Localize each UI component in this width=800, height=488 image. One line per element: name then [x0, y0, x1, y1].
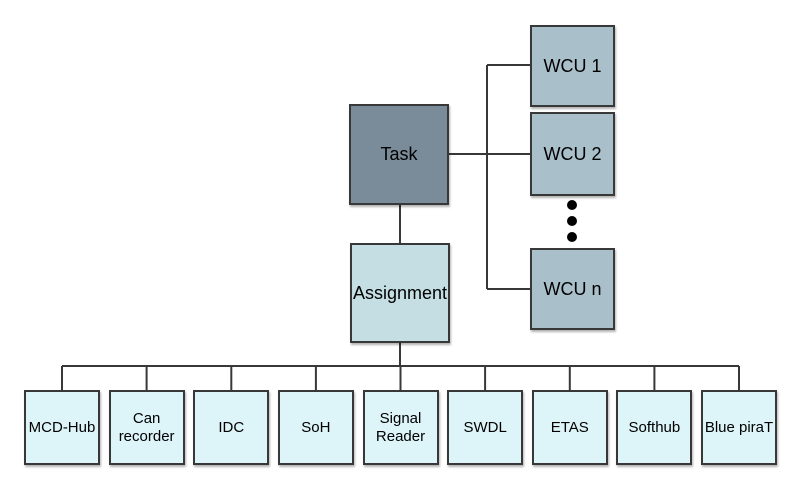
- node-wcu-1-label: WCU 1: [543, 55, 602, 76]
- vertical-ellipsis-icon: [567, 200, 577, 242]
- node-wcu-2: WCU 2: [530, 112, 615, 196]
- node-idc: IDC: [193, 390, 270, 465]
- node-etas: ETAS: [531, 390, 608, 465]
- node-softhub-label: Softhub: [628, 418, 681, 436]
- node-idc-label: IDC: [218, 418, 245, 436]
- node-blue-pirat-label: Blue piraT: [704, 418, 774, 436]
- node-soh: SoH: [277, 390, 354, 465]
- node-swdl: SWDL: [447, 390, 524, 465]
- node-can-recorder-label: Can recorder: [118, 410, 175, 445]
- node-mcd-hub-label: MCD-Hub: [28, 418, 96, 436]
- node-etas-label: ETAS: [550, 418, 589, 436]
- node-soh-label: SoH: [301, 418, 331, 436]
- node-signal-reader-label: Signal Reader: [375, 410, 426, 445]
- node-swdl-label: SWDL: [463, 418, 507, 436]
- task-wcu-connectors: [449, 64, 530, 290]
- node-can-recorder: Can recorder: [108, 390, 185, 465]
- assignment-module-connectors: [61, 343, 740, 390]
- node-assignment: Assignment: [350, 243, 450, 343]
- node-mcd-hub: MCD-Hub: [24, 390, 100, 465]
- node-task-label: Task: [380, 144, 418, 165]
- node-wcu-n-label: WCU n: [543, 278, 602, 299]
- node-wcu-2-label: WCU 2: [543, 143, 602, 164]
- node-wcu-n: WCU n: [530, 248, 615, 330]
- module-row: MCD-Hub Can recorder IDC SoH Signal Read…: [24, 390, 777, 465]
- node-softhub: Softhub: [616, 390, 693, 465]
- node-wcu-1: WCU 1: [530, 25, 615, 107]
- node-task: Task: [349, 104, 449, 205]
- node-blue-pirat: Blue piraT: [701, 390, 777, 465]
- node-signal-reader: Signal Reader: [362, 390, 439, 465]
- node-assignment-label: Assignment: [352, 282, 448, 303]
